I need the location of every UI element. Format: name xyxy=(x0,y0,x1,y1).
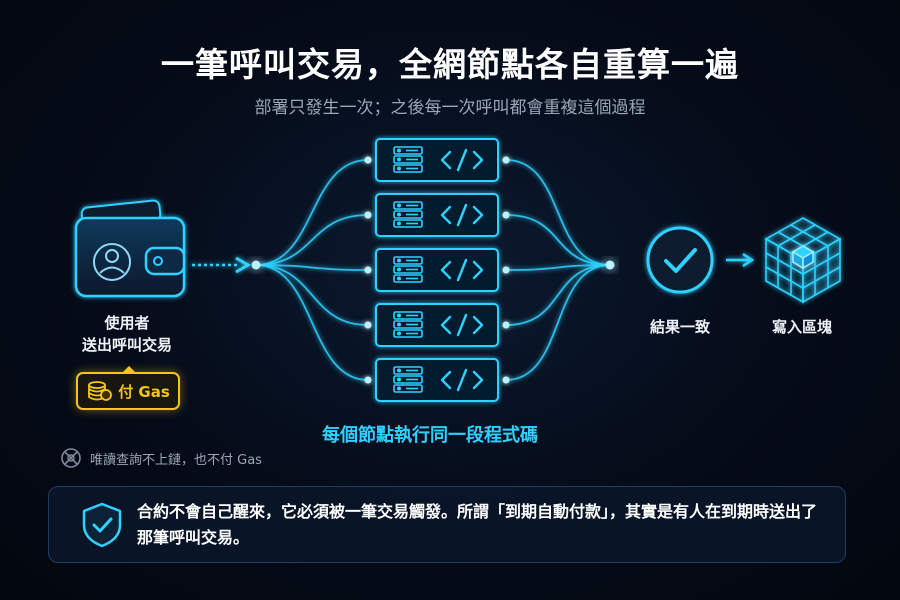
cube-block-icon xyxy=(764,217,842,304)
node-box xyxy=(375,193,499,237)
user-label-line2: 送出呼叫交易 xyxy=(81,336,172,354)
node-port-in xyxy=(364,266,372,274)
node-port-in xyxy=(364,211,372,219)
code-icon xyxy=(440,368,484,392)
shield-check-icon xyxy=(82,502,122,547)
fan-line-out xyxy=(505,264,611,381)
merge-hub xyxy=(605,260,615,270)
input-arrow xyxy=(192,256,251,274)
block-label: 寫入區塊 xyxy=(771,318,832,336)
node-caption: 每個節點執行同一段程式碼 xyxy=(322,425,538,446)
read-only-note: 唯讀查詢不上鏈，也不付 Gas xyxy=(60,446,262,470)
callout-box: 合約不會自己醒來，它必須被一筆交易觸發。所謂「到期自動付款」，其實是有人在到期時… xyxy=(48,486,846,563)
fan-line-out xyxy=(505,264,611,271)
node-port-in xyxy=(364,376,372,384)
page-subtitle: 部署只發生一次；之後每一次呼叫都會重複這個過程 xyxy=(254,98,646,118)
node-port-out xyxy=(502,321,510,329)
callout-text: 合約不會自己醒來，它必須被一筆交易觸發。所謂「到期自動付款」，其實是有人在到期時… xyxy=(137,501,818,547)
node-port-out xyxy=(502,266,510,274)
node-box xyxy=(375,303,499,347)
fan-line-out xyxy=(505,264,611,326)
fan-line-out xyxy=(505,214,611,266)
wallet-icon xyxy=(74,199,186,298)
node-box xyxy=(375,248,499,292)
node-port-out xyxy=(502,376,510,384)
code-icon xyxy=(440,313,484,337)
no-sign-icon xyxy=(61,448,81,468)
code-icon xyxy=(440,203,484,227)
node-port-in xyxy=(364,321,372,329)
server-icon xyxy=(393,201,423,228)
check-circle-icon xyxy=(646,226,714,294)
fan-line-out xyxy=(505,159,611,266)
server-icon xyxy=(393,311,423,338)
user-avatar-icon xyxy=(93,243,131,281)
server-icon xyxy=(393,146,423,173)
page-title: 一筆呼叫交易，全網節點各自重算一遍 xyxy=(161,45,739,84)
fan-line-in xyxy=(255,214,369,266)
node-port-out xyxy=(502,211,510,219)
block-arrow xyxy=(726,252,755,268)
fan-line-in xyxy=(255,264,369,271)
user-label-line1: 使用者 xyxy=(104,314,150,332)
node-box xyxy=(375,358,499,402)
server-icon xyxy=(393,366,423,393)
code-icon xyxy=(440,258,484,282)
fan-line-in xyxy=(255,159,369,266)
gas-label: 付 Gas xyxy=(118,382,170,401)
consensus-label: 結果一致 xyxy=(649,318,710,336)
read-only-note-text: 唯讀查詢不上鏈，也不付 Gas xyxy=(90,452,262,468)
node-box xyxy=(375,138,499,182)
gas-badge: 付 Gas xyxy=(76,366,180,410)
coins-icon xyxy=(88,381,113,401)
node-port-in xyxy=(364,156,372,164)
server-icon xyxy=(393,256,423,283)
fan-line-in xyxy=(255,264,369,381)
node-port-out xyxy=(502,156,510,164)
user-label: 使用者 送出呼叫交易 xyxy=(52,312,202,356)
code-icon xyxy=(440,148,484,172)
split-hub xyxy=(251,260,261,270)
fan-lines xyxy=(255,156,611,384)
fan-line-in xyxy=(255,264,369,326)
node-group xyxy=(375,138,499,402)
